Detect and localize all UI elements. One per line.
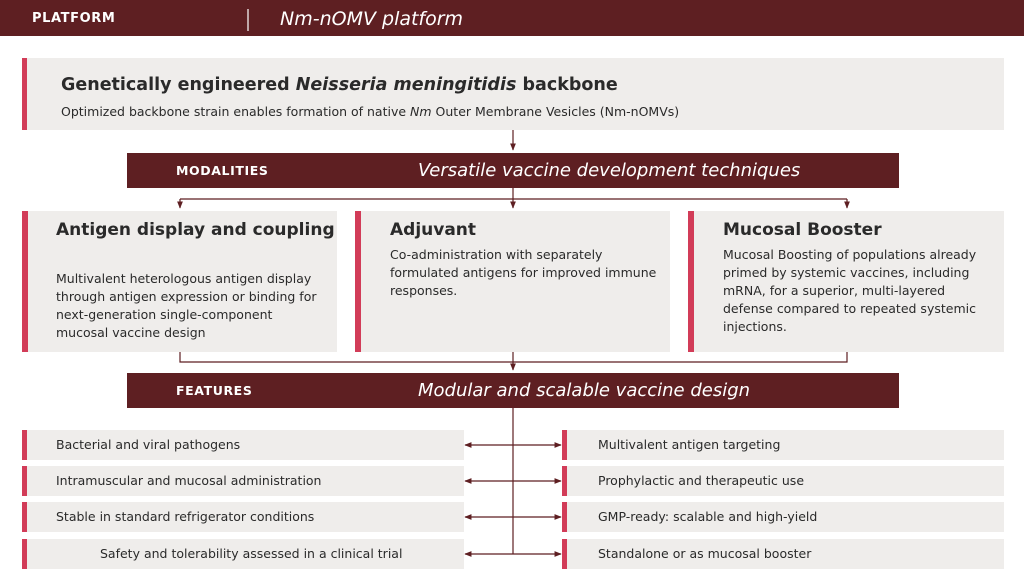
platform-tag: PLATFORM (32, 11, 116, 26)
features-label: FEATURES (176, 383, 253, 398)
card-title: Antigen display and coupling (56, 220, 335, 240)
card-adjuvant (355, 211, 670, 352)
header-divider (247, 9, 249, 31)
modalities-label: MODALITIES (176, 163, 269, 178)
card-antigen-display (22, 211, 337, 352)
feature-text: Bacterial and viral pathogens (56, 437, 241, 452)
backbone-subtitle: Optimized backbone strain enables format… (61, 104, 680, 119)
feature-text: Multivalent antigen targeting (598, 437, 781, 452)
card-accent-bar (688, 211, 694, 352)
feature-accent-bar (562, 539, 567, 569)
card-title: Mucosal Booster (723, 220, 882, 240)
feature-text: Prophylactic and therapeutic use (598, 473, 805, 488)
card-description: Mucosal Boosting of populations already … (723, 247, 977, 334)
feature-text: Safety and tolerability assessed in a cl… (100, 546, 403, 561)
page-title: Nm-nOMV platform (280, 8, 464, 30)
card-description: Multivalent heterologous antigen display… (56, 271, 317, 340)
feature-text: Intramuscular and mucosal administration (56, 473, 322, 488)
feature-accent-bar (22, 539, 27, 569)
card-mucosal-booster (688, 211, 1004, 352)
backbone-title: Genetically engineered Neisseria meningi… (61, 75, 618, 95)
feature-text: Stable in standard refrigerator conditio… (56, 509, 315, 524)
backbone-accent-bar (22, 58, 27, 130)
feature-accent-bar (22, 502, 27, 532)
features-band (127, 373, 899, 408)
feature-row-left (22, 430, 464, 460)
card-accent-bar (22, 211, 28, 352)
feature-text: Standalone or as mucosal booster (598, 546, 812, 561)
feature-row-right (562, 539, 1004, 569)
feature-accent-bar (562, 502, 567, 532)
header-bar (0, 0, 1024, 36)
feature-accent-bar (22, 466, 27, 496)
backbone-panel (22, 58, 1004, 130)
feature-accent-bar (22, 430, 27, 460)
feature-text: GMP-ready: scalable and high-yield (598, 509, 818, 524)
card-description: Co-administration with separately formul… (390, 247, 657, 298)
feature-accent-bar (562, 430, 567, 460)
feature-row-left (22, 466, 464, 496)
card-accent-bar (355, 211, 361, 352)
feature-row-left (22, 539, 464, 569)
feature-row-right (562, 502, 1004, 532)
feature-row-right (562, 430, 1004, 460)
feature-accent-bar (562, 466, 567, 496)
card-title: Adjuvant (390, 220, 477, 240)
modalities-title: Versatile vaccine development techniques (418, 160, 801, 181)
features-title: Modular and scalable vaccine design (418, 380, 751, 401)
modalities-band (127, 153, 899, 188)
feature-row-right (562, 466, 1004, 496)
feature-row-left (22, 502, 464, 532)
